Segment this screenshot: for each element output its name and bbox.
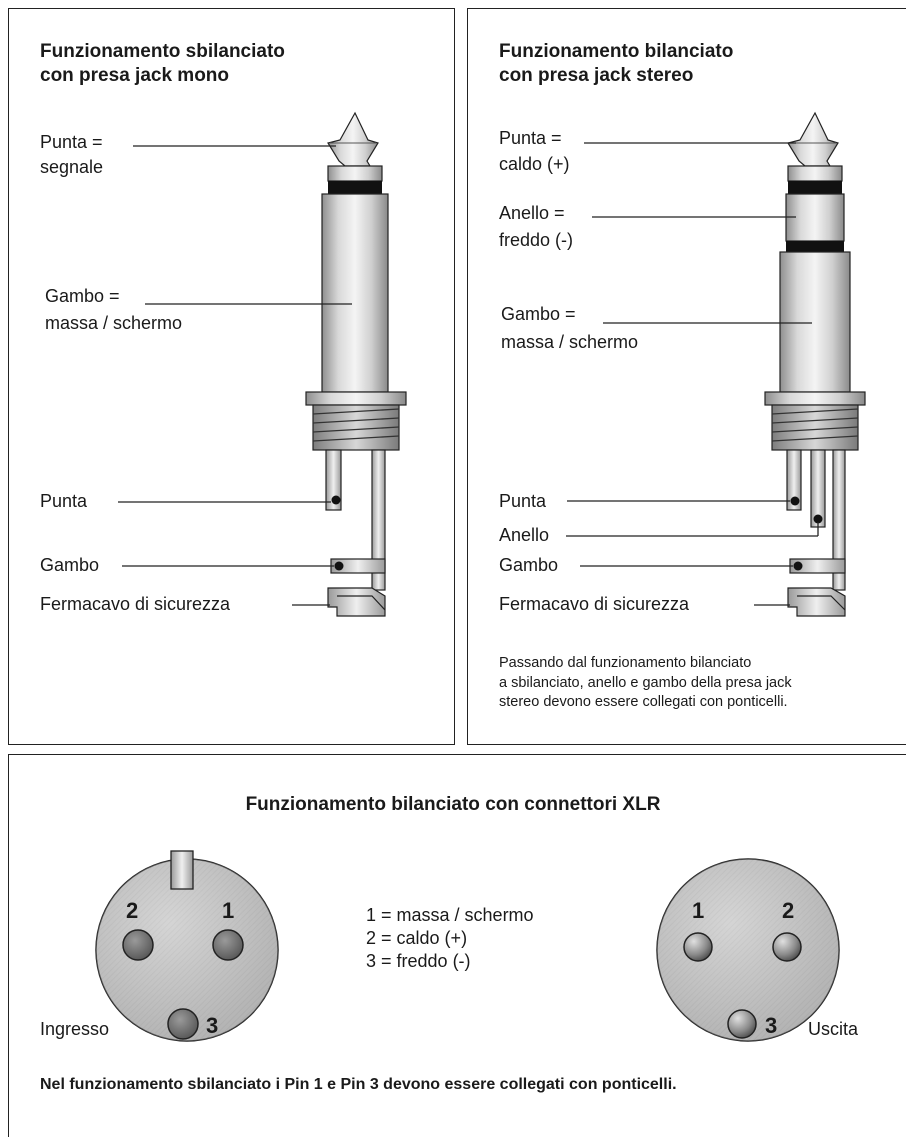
- xlr-input-pin1-hole: [212, 929, 244, 961]
- mono-tip-lug: [325, 449, 342, 511]
- mono-title-line1: Funzionamento sbilanciato: [40, 41, 285, 62]
- xlr-output-pin1: [683, 932, 713, 962]
- mono-jack-plug: [305, 111, 407, 617]
- stereo-tip-contact: [787, 111, 839, 167]
- stereo-title: Funzionamento bilanciato con presa jack …: [499, 40, 733, 88]
- mono-leader-lines: [118, 145, 352, 606]
- xlr-input-label: Ingresso: [40, 1019, 110, 1039]
- xlr-output-pin2-number: 2: [782, 898, 795, 923]
- xlr-legend-pin2: 2 = caldo (+): [366, 928, 468, 948]
- stereo-leader-lines: [566, 142, 819, 606]
- stereo-note-line1: Passando dal funzionamento bilanciato: [499, 655, 752, 671]
- stereo-cable-clamp: [787, 587, 846, 617]
- stereo-title-line1: Funzionamento bilanciato: [499, 41, 734, 62]
- stereo-sleeve-label: Gambo =: [501, 304, 576, 324]
- mono-term-tip-label: Punta: [40, 491, 88, 511]
- stereo-note-line2: a sbilanciato, anello e gambo della pres…: [499, 674, 792, 691]
- stereo-term-ring-label: Anello: [499, 525, 550, 545]
- xlr-output-pin2: [772, 932, 802, 962]
- mono-sleeve-label-ground: massa / schermo: [45, 313, 183, 333]
- xlr-legend-pin3: 3 = freddo (-): [366, 951, 471, 971]
- xlr-title: Funzionamento bilanciato con connettori …: [245, 794, 661, 815]
- xlr-output-label: Uscita: [808, 1019, 859, 1039]
- stereo-ring-label: Anello =: [499, 203, 565, 223]
- xlr-input-pin2-hole: [122, 929, 154, 961]
- stereo-jack-plug: [764, 111, 866, 617]
- xlr-output-pin3: [727, 1009, 757, 1039]
- mono-tip-label-signal: segnale: [40, 157, 104, 177]
- xlr-input-pin1-number: 1: [222, 898, 235, 923]
- stereo-title-line2: con presa jack stereo: [499, 65, 694, 86]
- mono-tip-label: Punta =: [40, 132, 103, 152]
- stereo-note-line3: stereo devono essere collegati con ponti…: [499, 694, 788, 710]
- xlr-input-pin3-number: 3: [206, 1013, 219, 1038]
- stereo-sleeve-lug: [832, 449, 846, 591]
- mono-term-sleeve-label: Gambo: [40, 555, 100, 575]
- mono-title: Funzionamento sbilanciato con presa jack…: [40, 40, 285, 88]
- xlr-output-pin3-number: 3: [765, 1013, 778, 1038]
- stereo-ring-label-cold: freddo (-): [499, 230, 574, 250]
- stereo-jumper-note: Passando dal funzionamento bilanciato a …: [499, 654, 792, 713]
- xlr-output-pin1-number: 1: [692, 898, 705, 923]
- xlr-legend-pin1: 1 = massa / schermo: [366, 905, 534, 925]
- stereo-term-tip-label: Punta: [499, 491, 547, 511]
- xlr-input-connector: [95, 850, 279, 1042]
- mono-title-line2: con presa jack mono: [40, 65, 230, 86]
- stereo-tip-lug: [786, 449, 802, 511]
- xlr-output-connector: [656, 858, 840, 1042]
- stereo-sleeve: [779, 251, 851, 393]
- mono-sleeve-label: Gambo =: [45, 286, 120, 306]
- stereo-sleeve-label-ground: massa / schermo: [501, 332, 639, 352]
- xlr-input-latch: [170, 850, 194, 890]
- stereo-tip-label: Punta =: [499, 128, 562, 148]
- xlr-input-pin3-hole: [167, 1008, 199, 1040]
- mono-insulator: [328, 181, 382, 194]
- stereo-term-clamp-label: Fermacavo di sicurezza: [499, 594, 690, 614]
- xlr-jumper-note: Nel funzionamento sbilanciato i Pin 1 e …: [40, 1076, 677, 1093]
- mono-sleeve-lug: [371, 449, 386, 591]
- stereo-tip-label-hot: caldo (+): [499, 154, 570, 174]
- xlr-pin-legend: 1 = massa / schermo 2 = caldo (+) 3 = fr…: [366, 904, 534, 973]
- stereo-term-sleeve-label: Gambo: [499, 555, 559, 575]
- mono-cable-clamp: [327, 587, 386, 617]
- mono-sleeve: [321, 193, 389, 393]
- mono-tip-contact: [327, 111, 379, 167]
- xlr-input-pin2-number: 2: [126, 898, 139, 923]
- mono-term-clamp-label: Fermacavo di sicurezza: [40, 594, 231, 614]
